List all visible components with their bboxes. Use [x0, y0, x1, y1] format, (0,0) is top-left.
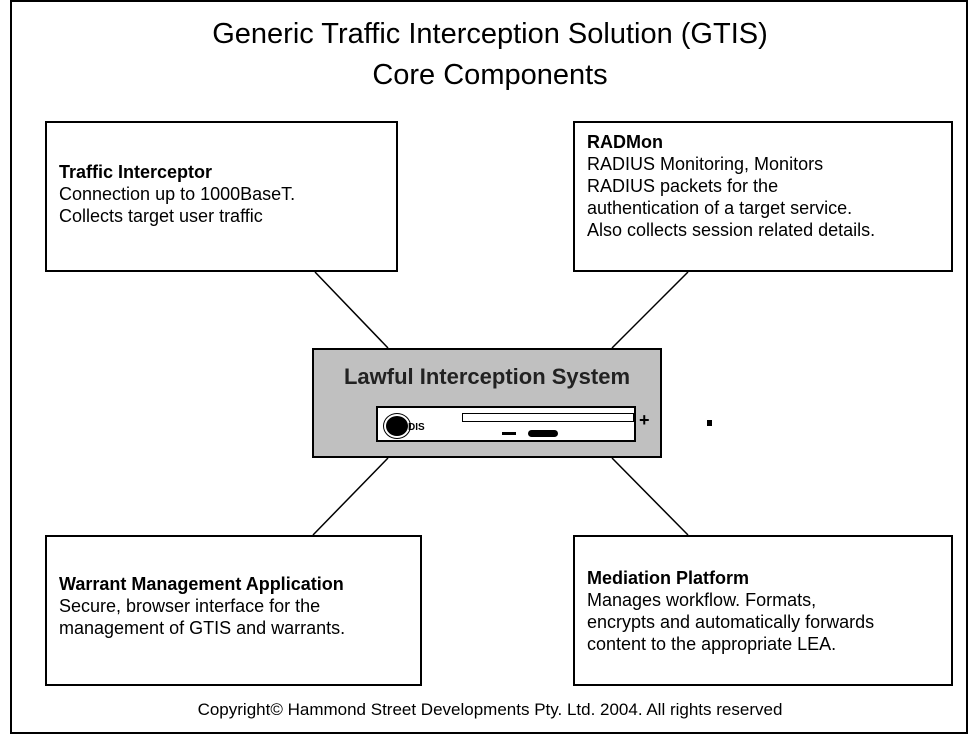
warrant-management-line: management of GTIS and warrants. — [59, 618, 346, 638]
radmon-line: RADIUS Monitoring, Monitors — [587, 154, 824, 174]
warrant-management-box: Warrant Management Application Secure, b… — [45, 535, 422, 686]
lawful-interception-system-title: Lawful Interception System — [343, 364, 631, 389]
mediation-platform-line: Manages workflow. Formats, — [587, 590, 817, 610]
radmon-line: authentication of a target service. — [587, 198, 853, 218]
mediation-platform-line: encrypts and automatically forwards — [587, 612, 875, 632]
mediation-platform-line: content to the appropriate LEA. — [587, 634, 837, 654]
traffic-interceptor-line: Connection up to 1000BaseT. — [59, 184, 296, 204]
traffic-interceptor-heading: Traffic Interceptor — [59, 162, 213, 182]
device-logo-icon — [383, 413, 411, 439]
copyright-notice: Copyright© Hammond Street Developments P… — [197, 700, 783, 719]
warrant-management-line: Secure, browser interface for the — [59, 596, 321, 616]
device-display-bar: + — [462, 411, 712, 429]
device-panel-icon: DIS + — [376, 406, 712, 442]
display-marker-icon — [707, 420, 712, 426]
warrant-management-heading: Warrant Management Application — [59, 574, 344, 594]
radmon-line: RADIUS packets for the — [587, 176, 779, 196]
diagram-title-line1: Generic Traffic Interception Solution (G… — [212, 18, 768, 50]
diagram-frame — [10, 0, 968, 734]
connector-warrant — [312, 457, 389, 536]
plus-icon: + — [639, 410, 650, 430]
radmon-box: RADMon RADIUS Monitoring, Monitors RADIU… — [573, 121, 953, 272]
radmon-line: Also collects session related details. — [587, 220, 876, 240]
device-port-icon — [528, 430, 558, 437]
device-logo-text: DIS — [408, 422, 425, 433]
traffic-interceptor-box: Traffic Interceptor Connection up to 100… — [45, 121, 398, 272]
device-slot-icon — [502, 432, 516, 435]
connector-mediation — [611, 457, 689, 536]
diagram-title-line2: Core Components — [372, 59, 608, 91]
traffic-interceptor-line: Collects target user traffic — [59, 206, 263, 226]
connector-traffic — [314, 271, 389, 349]
mediation-platform-heading: Mediation Platform — [587, 568, 750, 588]
lawful-interception-system-box: Lawful Interception System DIS + — [312, 348, 712, 458]
mediation-platform-box: Mediation Platform Manages workflow. For… — [573, 535, 953, 686]
connector-radmon — [611, 271, 689, 349]
radmon-heading: RADMon — [587, 132, 663, 152]
